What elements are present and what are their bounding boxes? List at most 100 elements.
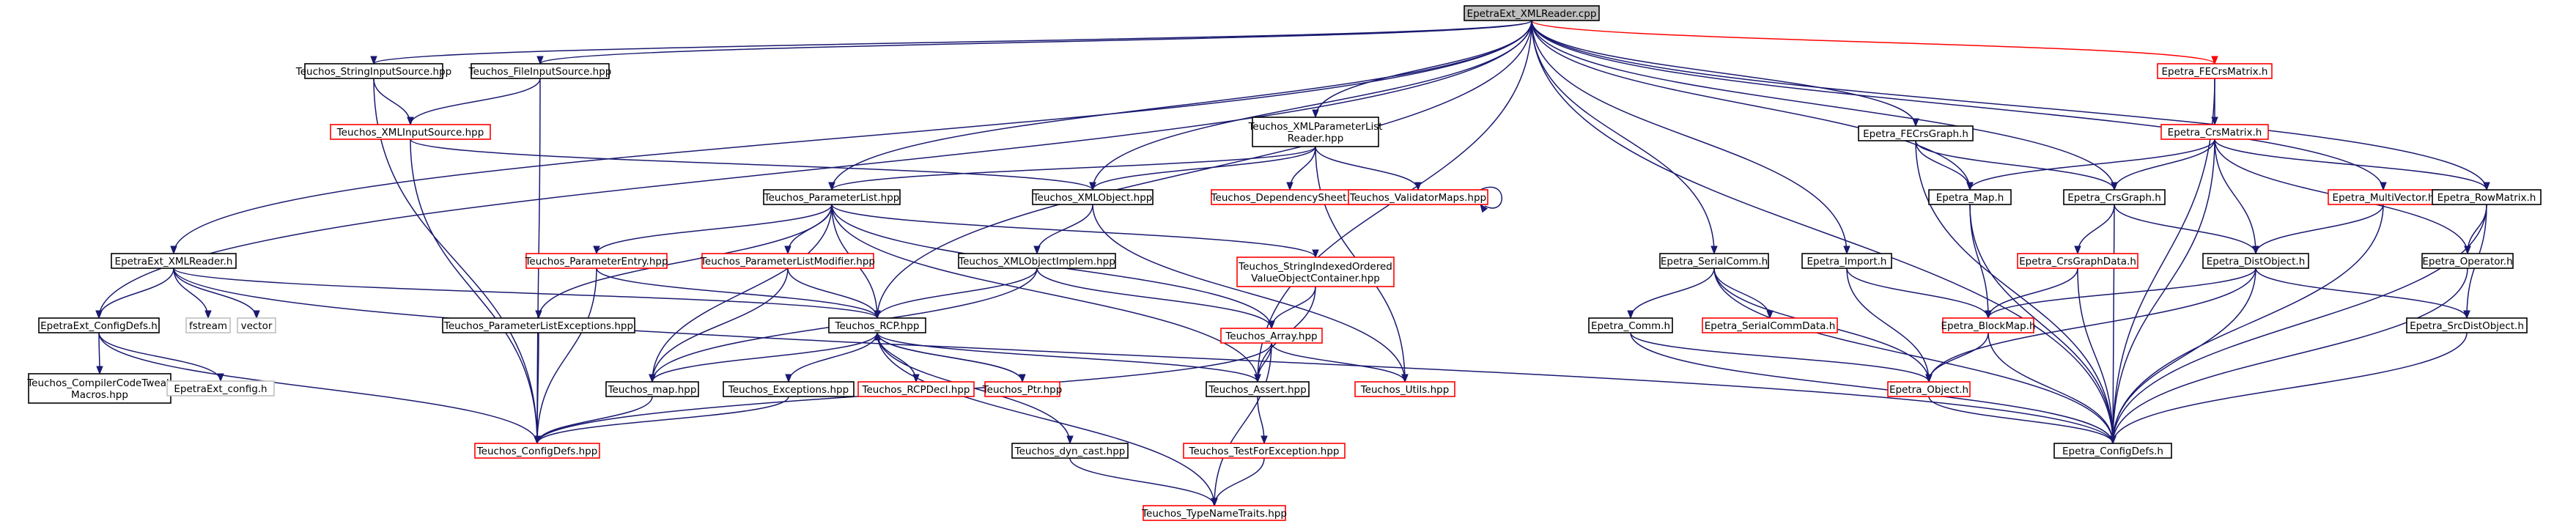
edge-DistObject-to-ConfigDefsEpetra bbox=[2109, 267, 2256, 445]
node-DependencySheet[interactable]: Teuchos_DependencySheet.hpp bbox=[1211, 189, 1369, 205]
edge-DistObject-to-SrcDistObject bbox=[2255, 267, 2470, 320]
node-ConfigDefsExt[interactable]: EpetraExt_ConfigDefs.h bbox=[38, 317, 160, 333]
node-label: Epetra_MultiVector.h bbox=[2333, 192, 2435, 204]
edge-MultiVector-to-DistObject bbox=[2252, 204, 2384, 255]
node-Exceptions[interactable]: Teuchos_Exceptions.hpp bbox=[723, 381, 855, 397]
edge-root-to-ParameterList bbox=[828, 20, 1532, 191]
node-label: Teuchos_DependencySheet.hpp bbox=[1211, 192, 1369, 204]
node-CrsGraph[interactable]: Epetra_CrsGraph.h bbox=[2063, 189, 2166, 205]
node-BlockMap[interactable]: Epetra_BlockMap.h bbox=[1941, 317, 2036, 333]
node-label: Teuchos_ParameterEntry.hpp bbox=[524, 256, 668, 267]
edge-SerialComm-to-SerialCommData bbox=[1713, 267, 1774, 320]
node-XMLObject[interactable]: Teuchos_XMLObject.hpp bbox=[1032, 189, 1154, 205]
node-XMLObjectImplem[interactable]: Teuchos_XMLObjectImplem.hpp bbox=[958, 253, 1116, 269]
node-label: Teuchos_ParameterListModifier.hpp bbox=[700, 256, 875, 267]
edge-XMLParameterListReader-to-ValidatorMaps bbox=[1315, 146, 1422, 191]
node-Comm[interactable]: Epetra_Comm.h bbox=[1588, 317, 1673, 333]
node-Import[interactable]: Epetra_Import.h bbox=[1801, 253, 1892, 269]
edge-XMLReaderH-to-RCP bbox=[173, 267, 881, 320]
edge-Array-to-Utils bbox=[1271, 342, 1409, 383]
node-vector[interactable]: vector bbox=[237, 317, 276, 333]
edge-Assert-to-TestForException bbox=[1257, 396, 1268, 445]
node-Map[interactable]: Epetra_Map.h bbox=[1928, 189, 2012, 205]
node-FECrsMatrix[interactable]: Epetra_FECrsMatrix.h bbox=[2157, 63, 2273, 79]
node-StringIndexed[interactable]: Teuchos_StringIndexedOrderedValueObjectC… bbox=[1236, 257, 1395, 287]
edge-ParameterList-to-Assert bbox=[831, 204, 1261, 383]
node-XMLReaderH[interactable]: EpetraExt_XMLReader.h bbox=[111, 253, 237, 269]
edge-XMLParameterListReader-to-DependencySheet bbox=[1286, 146, 1316, 191]
node-label: Teuchos_XMLInputSource.hpp bbox=[336, 127, 484, 139]
node-FileInputSource[interactable]: Teuchos_FileInputSource.hpp bbox=[468, 63, 612, 79]
node-label: EpetraExt_XMLReader.cpp bbox=[1467, 8, 1597, 20]
node-label: Epetra_ConfigDefs.h bbox=[2062, 446, 2163, 457]
node-map[interactable]: Teuchos_map.hpp bbox=[605, 381, 699, 397]
node-MultiVector[interactable]: Epetra_MultiVector.h bbox=[2328, 189, 2439, 205]
node-XMLInputSource[interactable]: Teuchos_XMLInputSource.hpp bbox=[330, 124, 491, 140]
edge-Exceptions-to-ConfigDefsTeuchos bbox=[534, 396, 789, 445]
node-label: Teuchos_ParameterList.hpp bbox=[764, 192, 900, 204]
node-label: Epetra_DistObject.h bbox=[2207, 256, 2306, 267]
node-Ptr[interactable]: Teuchos_Ptr.hpp bbox=[982, 381, 1063, 397]
node-fstream[interactable]: fstream bbox=[185, 317, 231, 333]
edge-root-to-FileInputSource bbox=[536, 20, 1532, 65]
node-dyncast[interactable]: Teuchos_dyn_cast.hpp bbox=[1011, 443, 1129, 459]
node-DistObject[interactable]: Epetra_DistObject.h bbox=[2202, 253, 2309, 269]
node-SrcDistObject[interactable]: Epetra_SrcDistObject.h bbox=[2406, 317, 2528, 333]
node-label: Teuchos_map.hpp bbox=[608, 384, 697, 396]
node-Object[interactable]: Epetra_Object.h bbox=[1887, 381, 1971, 397]
node-label: vector bbox=[241, 320, 273, 332]
node-RCP[interactable]: Teuchos_RCP.hpp bbox=[828, 317, 926, 333]
edge-BlockMap-to-Object bbox=[1925, 332, 1989, 383]
node-ConfigDefsEpetra[interactable]: Epetra_ConfigDefs.h bbox=[2053, 443, 2172, 459]
node-Array[interactable]: Teuchos_Array.hpp bbox=[1220, 328, 1323, 344]
edge-root-to-XMLReaderH bbox=[170, 20, 1532, 255]
node-label: Epetra_SrcDistObject.h bbox=[2410, 320, 2524, 332]
node-Assert[interactable]: Teuchos_Assert.hpp bbox=[1206, 381, 1310, 397]
node-label: Teuchos_Ptr.hpp bbox=[982, 384, 1063, 396]
edge-XMLObjectImplem-to-RCP bbox=[874, 267, 1038, 320]
edge-Array-to-Assert bbox=[1254, 342, 1272, 383]
edge-root-to-RCP bbox=[874, 20, 1532, 320]
node-label: ValueObjectContainer.hpp bbox=[1251, 273, 1380, 284]
node-ParameterListModifier[interactable]: Teuchos_ParameterListModifier.hpp bbox=[700, 253, 875, 269]
edge-ParameterList-to-ParameterEntry bbox=[593, 204, 833, 255]
node-ParameterEntry[interactable]: Teuchos_ParameterEntry.hpp bbox=[524, 253, 668, 269]
node-EpetraExtConfig[interactable]: EpetraExt_config.h bbox=[166, 380, 275, 396]
edge-root-to-XMLParameterListReader bbox=[1312, 20, 1532, 119]
node-StringInputSource[interactable]: Teuchos_StringInputSource.hpp bbox=[295, 63, 451, 79]
node-RCPDecl[interactable]: Teuchos_RCPDecl.hpp bbox=[857, 381, 975, 397]
edge-CrsGraph-to-DistObject bbox=[2114, 204, 2259, 255]
node-label: Epetra_Object.h bbox=[1889, 384, 1968, 396]
edge-SerialComm-to-Comm bbox=[1627, 267, 1715, 320]
edge-RCP-to-RCPDecl bbox=[876, 332, 920, 383]
node-SerialComm[interactable]: Epetra_SerialComm.h bbox=[1659, 253, 1769, 269]
node-ValidatorMaps[interactable]: Teuchos_ValidatorMaps.hpp bbox=[1348, 189, 1488, 205]
edge-root-to-StringInputSource bbox=[370, 20, 1532, 65]
node-RowMatrix[interactable]: Epetra_RowMatrix.h bbox=[2432, 189, 2542, 205]
node-label: Teuchos_TestForException.hpp bbox=[1189, 446, 1340, 457]
node-TestForException[interactable]: Teuchos_TestForException.hpp bbox=[1183, 443, 1346, 459]
node-SerialCommData[interactable]: Epetra_SerialCommData.h bbox=[1702, 317, 1838, 333]
edge-RCP-to-Assert bbox=[876, 332, 1261, 383]
node-ParameterList[interactable]: Teuchos_ParameterList.hpp bbox=[763, 189, 901, 205]
node-ParameterListExceptions[interactable]: Teuchos_ParameterListExceptions.hpp bbox=[442, 317, 635, 333]
edge-DistObject-to-BlockMap bbox=[1985, 267, 2256, 320]
edge-RCP-to-map bbox=[649, 332, 878, 383]
node-CrsMatrix[interactable]: Epetra_CrsMatrix.h bbox=[2160, 124, 2269, 140]
node-Utils[interactable]: Teuchos_Utils.hpp bbox=[1354, 381, 1455, 397]
edge-root-to-Map bbox=[1531, 20, 1974, 191]
edge-root-to-MultiVector bbox=[1531, 20, 2387, 191]
node-label: Teuchos_XMLObjectImplem.hpp bbox=[958, 256, 1115, 267]
node-label: Teuchos_ValidatorMaps.hpp bbox=[1349, 192, 1486, 204]
edge-ParameterEntry-to-RCP bbox=[596, 267, 881, 320]
edge-XMLParameterListReader-to-ParameterList bbox=[828, 146, 1316, 191]
edge-SrcDistObject-to-ConfigDefsEpetra bbox=[2109, 332, 2468, 445]
node-FECrsGraph[interactable]: Epetra_FECrsGraph.h bbox=[1858, 125, 1974, 141]
node-Operator[interactable]: Epetra_Operator.h bbox=[2421, 253, 2514, 269]
edge-XMLReaderH-to-ConfigDefsExt bbox=[95, 267, 174, 320]
node-ConfigDefsTeuchos[interactable]: Teuchos_ConfigDefs.hpp bbox=[474, 443, 600, 459]
node-TypeNameTraits[interactable]: Teuchos_TypeNameTraits.hpp bbox=[1141, 505, 1287, 521]
node-CrsGraphData[interactable]: Epetra_CrsGraphData.h bbox=[2017, 253, 2138, 269]
